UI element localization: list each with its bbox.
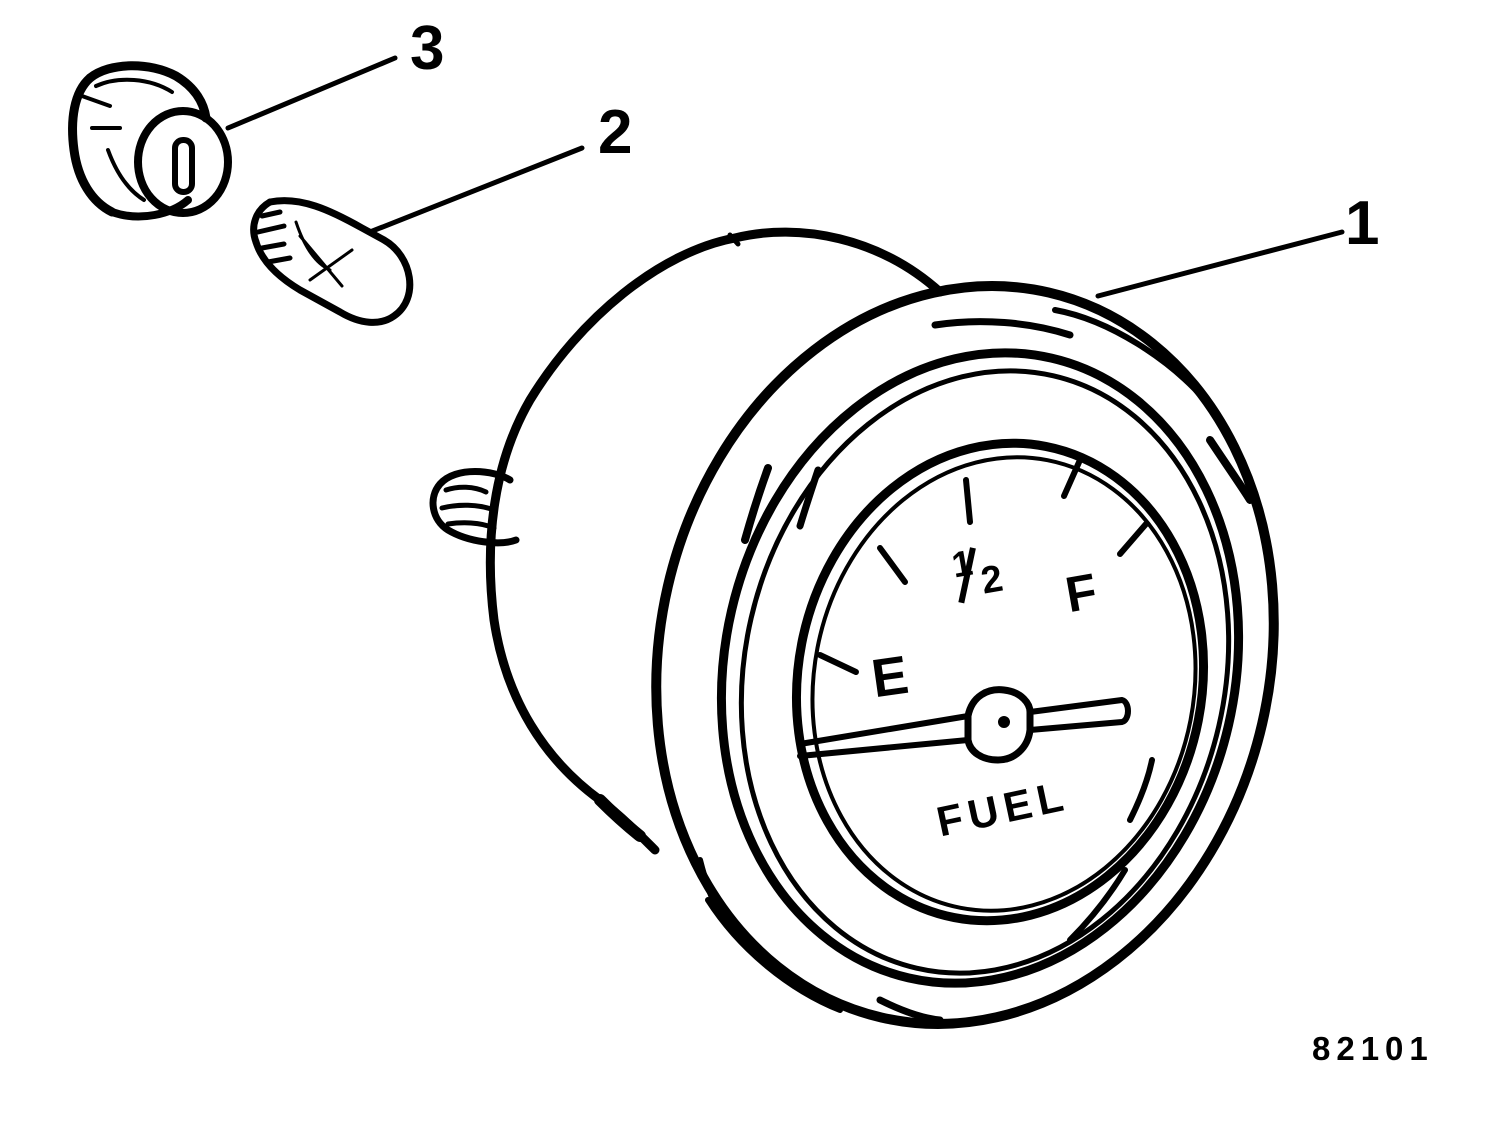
callout-1: 1	[1345, 189, 1380, 258]
dial-label-empty: E	[868, 644, 913, 710]
tick-empty	[817, 652, 859, 675]
leader-line-3	[225, 55, 398, 131]
tick-three-quarter	[1061, 457, 1083, 499]
tick-half	[963, 477, 973, 525]
bulb-socket	[68, 61, 232, 221]
fuel-gauge	[429, 227, 1279, 1029]
leader-line-2	[367, 145, 585, 235]
bulb	[250, 197, 414, 326]
gauge-needle	[797, 686, 1131, 764]
callout-3: 3	[410, 14, 445, 83]
callout-2: 2	[598, 98, 633, 167]
leader-line-1	[1095, 229, 1345, 299]
tick-quarter	[877, 545, 908, 585]
half-denominator: 2	[977, 557, 1006, 603]
figure-number: 82101	[1312, 1030, 1434, 1067]
tick-full	[1117, 521, 1149, 557]
dial-label-half: 1 2	[945, 534, 1027, 612]
